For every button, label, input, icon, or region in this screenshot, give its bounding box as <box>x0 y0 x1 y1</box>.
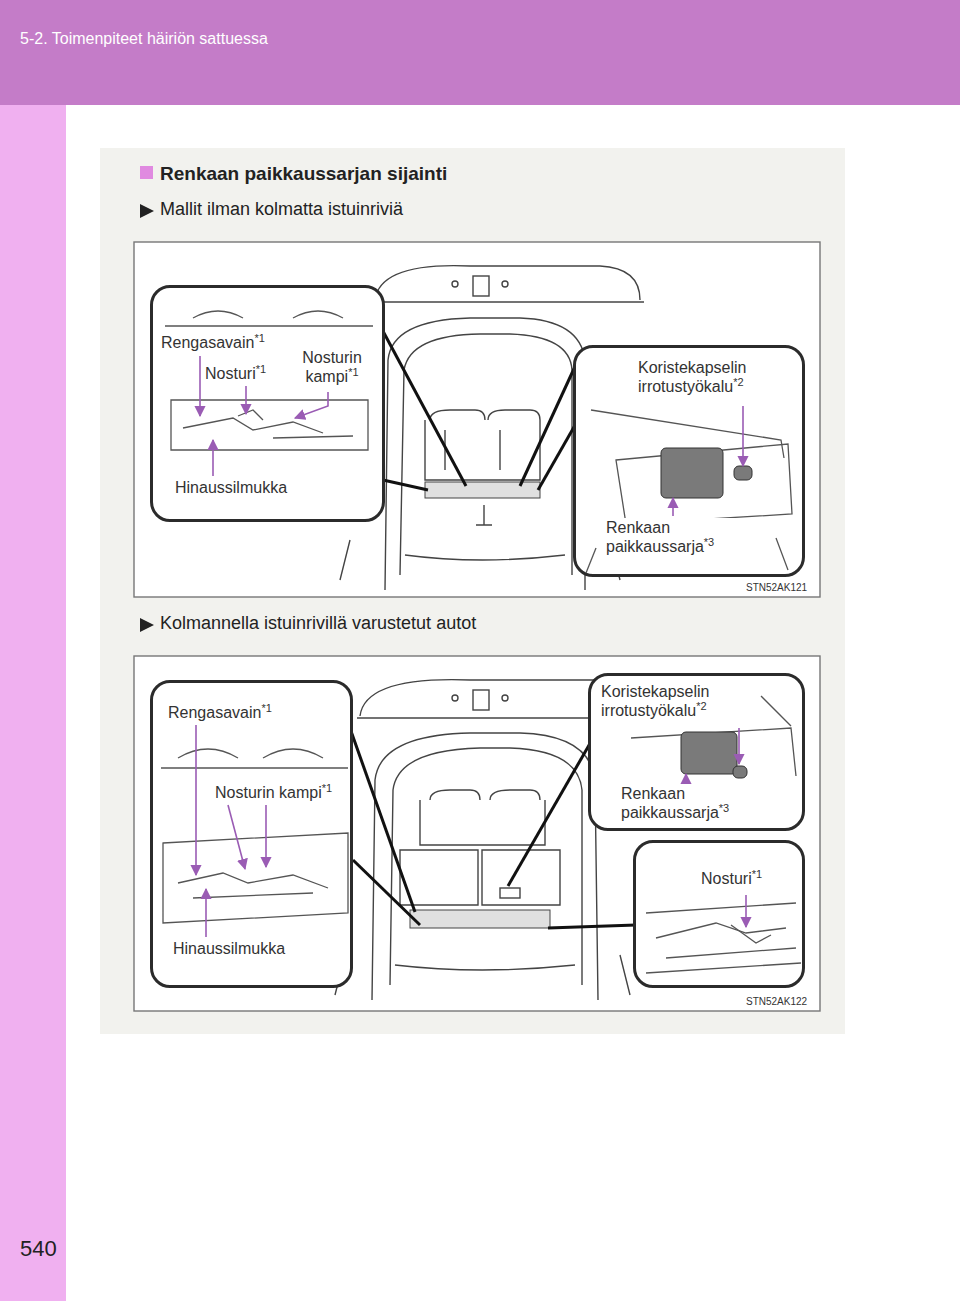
car-figure <box>134 656 820 1011</box>
repair-kit-box <box>661 448 723 498</box>
leader-line <box>245 386 247 414</box>
part-label: Renkaan paikkaussarja*3 <box>619 784 758 822</box>
grey-panel <box>100 148 845 1034</box>
cargo-floor <box>410 910 550 928</box>
page-number: 540 <box>20 1236 57 1262</box>
sketch-line <box>273 436 353 438</box>
cargo-floor <box>425 482 540 498</box>
leader-line <box>205 889 207 937</box>
sketch-line <box>161 767 348 768</box>
sketch-line <box>731 925 771 943</box>
sketch-line <box>586 548 596 573</box>
leader-line <box>738 728 740 764</box>
part-label: Rengasavain*1 <box>166 703 274 722</box>
figure-code: STN52AK122 <box>746 996 807 1007</box>
leader-line <box>265 805 267 867</box>
car-figure <box>134 242 820 597</box>
sketch-line <box>238 410 263 420</box>
leader-line <box>295 392 328 418</box>
sketch-line <box>263 749 323 758</box>
part-label: Hinaussilmukka <box>173 478 289 497</box>
side-band <box>0 105 66 1301</box>
sketch-line <box>178 749 238 758</box>
part-label: Koristekapselin irrotustyökalu*2 <box>599 682 753 720</box>
part-label: Hinaussilmukka <box>171 939 287 958</box>
sketch-line <box>761 696 791 726</box>
leader-line <box>742 406 744 466</box>
repair-kit-box <box>734 466 752 480</box>
sketch-line <box>616 444 792 524</box>
section-title: Renkaan paikkaussarjan sijainti <box>160 163 447 185</box>
leader-line <box>685 774 687 782</box>
callout-inset: Koristekapselin irrotustyökalu*2Renkaan … <box>588 673 805 831</box>
sketch-line <box>163 833 348 923</box>
sketch-line <box>646 903 796 913</box>
part-label: Renkaan paikkaussarja*3 <box>604 518 743 556</box>
sketch-line <box>178 873 328 888</box>
sub-bullet <box>140 618 154 632</box>
leader-line <box>745 895 747 927</box>
sketch-line <box>776 538 788 570</box>
title-bullet <box>140 166 153 179</box>
callout-inset: Rengasavain*1Nosturi*1 Nosturin kampi*1Hi… <box>150 285 385 522</box>
part-label: Nosturin kampi*1 <box>213 783 334 802</box>
figure-code: STN52AK121 <box>746 582 807 593</box>
running-header: 5-2. Toimenpiteet häiriön sattuessa <box>20 30 268 48</box>
sketch-line <box>183 418 323 433</box>
sketch-line <box>193 893 313 898</box>
inset-sketch <box>636 843 808 991</box>
leader-line <box>195 725 197 875</box>
header-band <box>0 0 960 105</box>
callout-inset: Nosturi*1 <box>633 840 805 988</box>
sketch-line <box>656 923 786 938</box>
sketch-line <box>293 311 343 318</box>
part-label: Nosturi*1 <box>203 364 268 383</box>
sketch-line <box>631 728 796 776</box>
sub-heading: Kolmannella istuinrivillä varustetut aut… <box>160 613 476 634</box>
sub-bullet <box>140 204 154 218</box>
sub-heading: Mallit ilman kolmatta istuinriviä <box>160 199 403 220</box>
sketch-line <box>193 311 243 318</box>
repair-kit-box <box>733 766 747 778</box>
part-label: Koristekapselin irrotustyökalu*2 <box>636 358 790 396</box>
leader-line <box>672 498 674 516</box>
sketch-line <box>666 948 796 958</box>
leader-line <box>212 440 214 476</box>
sketch-line <box>646 963 801 973</box>
callout-inset: Koristekapselin irrotustyökalu*2Renkaan … <box>573 345 805 577</box>
callout-inset: Rengasavain*1Nosturin kampi*1Hinaussilmu… <box>150 680 353 988</box>
sketch-line <box>165 325 373 326</box>
leader-line <box>199 356 201 416</box>
callout-wedge <box>362 292 578 490</box>
leader-line <box>228 805 245 869</box>
repair-kit-box <box>681 732 737 774</box>
part-label: Nosturin kampi*1 <box>287 348 377 386</box>
part-label: Rengasavain*1 <box>159 333 267 352</box>
part-label: Nosturi*1 <box>699 869 764 888</box>
